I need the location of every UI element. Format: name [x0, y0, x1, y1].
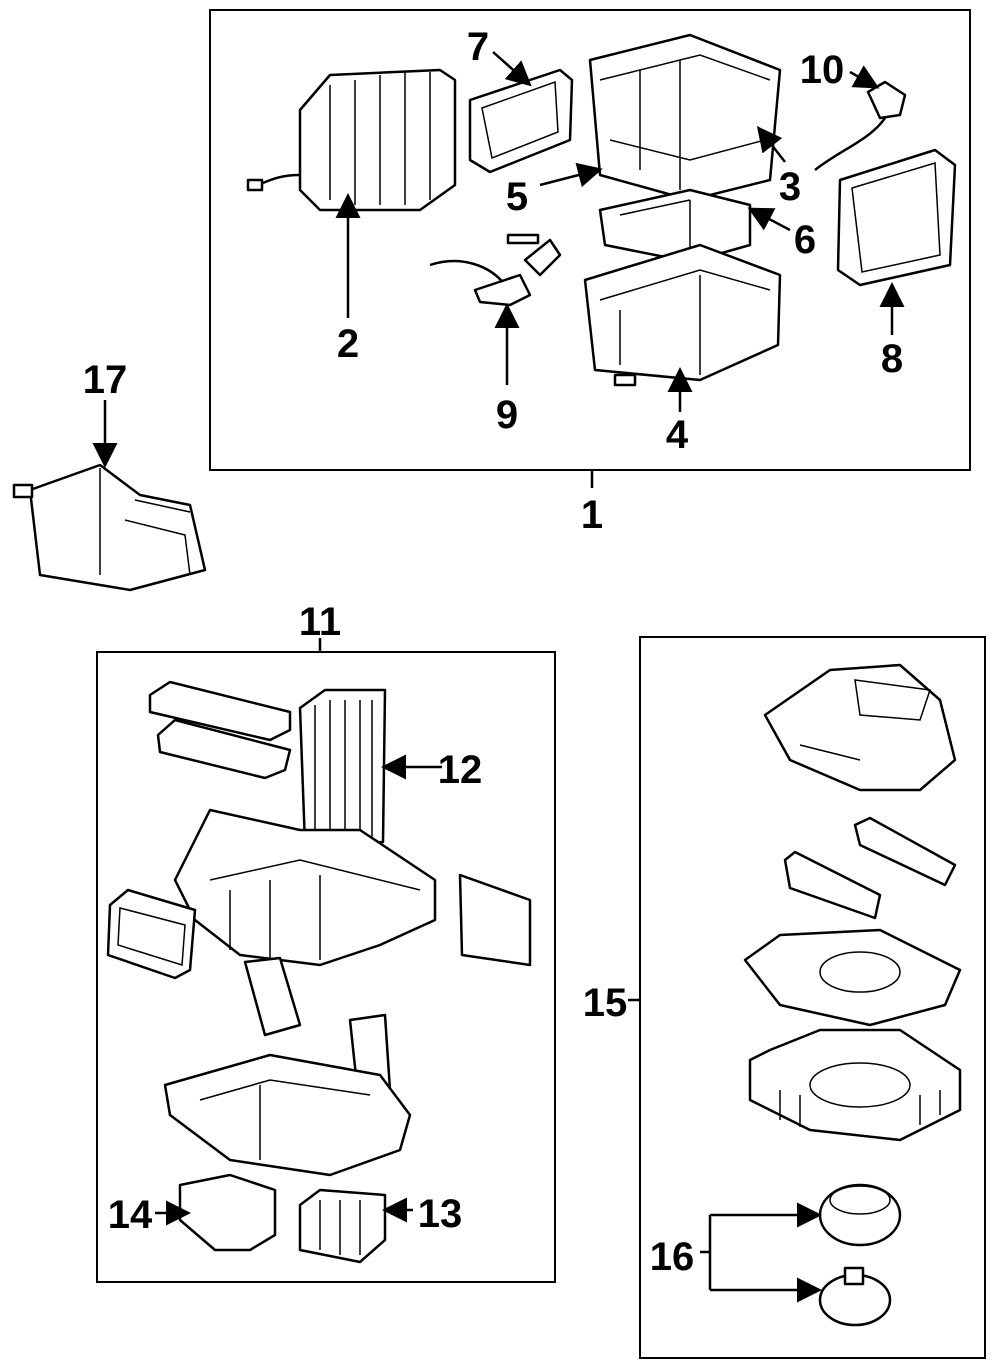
part-blower-plate[interactable] [743, 928, 962, 1027]
callout-5: 5 [506, 175, 528, 219]
callout-7-arrow [492, 51, 532, 87]
callout-17: 17 [83, 358, 128, 402]
part-2-evaporator[interactable] [246, 68, 457, 212]
callout-13: 13 [418, 1192, 463, 1236]
part-5-upper-case[interactable] [588, 33, 782, 202]
part-6-case[interactable] [598, 188, 752, 264]
callout-11: 11 [299, 600, 341, 644]
part-7-seal[interactable] [468, 68, 574, 174]
callout-3-arrow [756, 126, 786, 163]
callout-14: 14 [108, 1193, 153, 1237]
callout-8: 8 [881, 337, 903, 381]
part-4-lower-case[interactable] [583, 243, 782, 387]
callout-2: 2 [337, 322, 359, 366]
part-lower-case[interactable] [163, 1053, 412, 1177]
part-17-duct[interactable] [12, 463, 207, 592]
part-14-duct[interactable] [178, 1173, 277, 1252]
callout-15: 15 [583, 981, 628, 1025]
callout-4: 4 [666, 413, 689, 457]
callout-10: 10 [800, 48, 845, 92]
part-blower-housing[interactable] [748, 1028, 962, 1142]
callout-6: 6 [794, 218, 816, 262]
part-doors[interactable] [148, 680, 292, 780]
callout-12: 12 [438, 748, 483, 792]
part-16-blower-motor[interactable] [818, 1183, 902, 1327]
callout-16: 16 [650, 1235, 695, 1279]
part-doors-blower[interactable] [783, 816, 957, 920]
part-9-expansion-valve[interactable] [429, 233, 562, 307]
part-13-resistor[interactable] [298, 1188, 387, 1264]
callout-9: 9 [496, 393, 518, 437]
callout-10-arrow [849, 65, 880, 89]
callout-3: 3 [779, 165, 801, 209]
callout-1: 1 [581, 493, 603, 537]
part-12-heater-core[interactable] [298, 688, 387, 847]
part-plate[interactable] [458, 873, 532, 967]
callout-7: 7 [467, 25, 489, 69]
part-10-sensor[interactable] [814, 80, 907, 171]
part-blower-upper[interactable] [763, 663, 957, 792]
assembly-11-box [96, 651, 556, 1283]
assembly-1-box [209, 9, 971, 471]
part-heater-case[interactable] [173, 808, 437, 967]
assembly-15-box [639, 636, 986, 1359]
callout-6-arrow [747, 207, 791, 232]
callout-5-arrow [539, 162, 603, 188]
part-8-seal[interactable] [836, 148, 957, 287]
part-seal-small[interactable] [106, 888, 197, 980]
